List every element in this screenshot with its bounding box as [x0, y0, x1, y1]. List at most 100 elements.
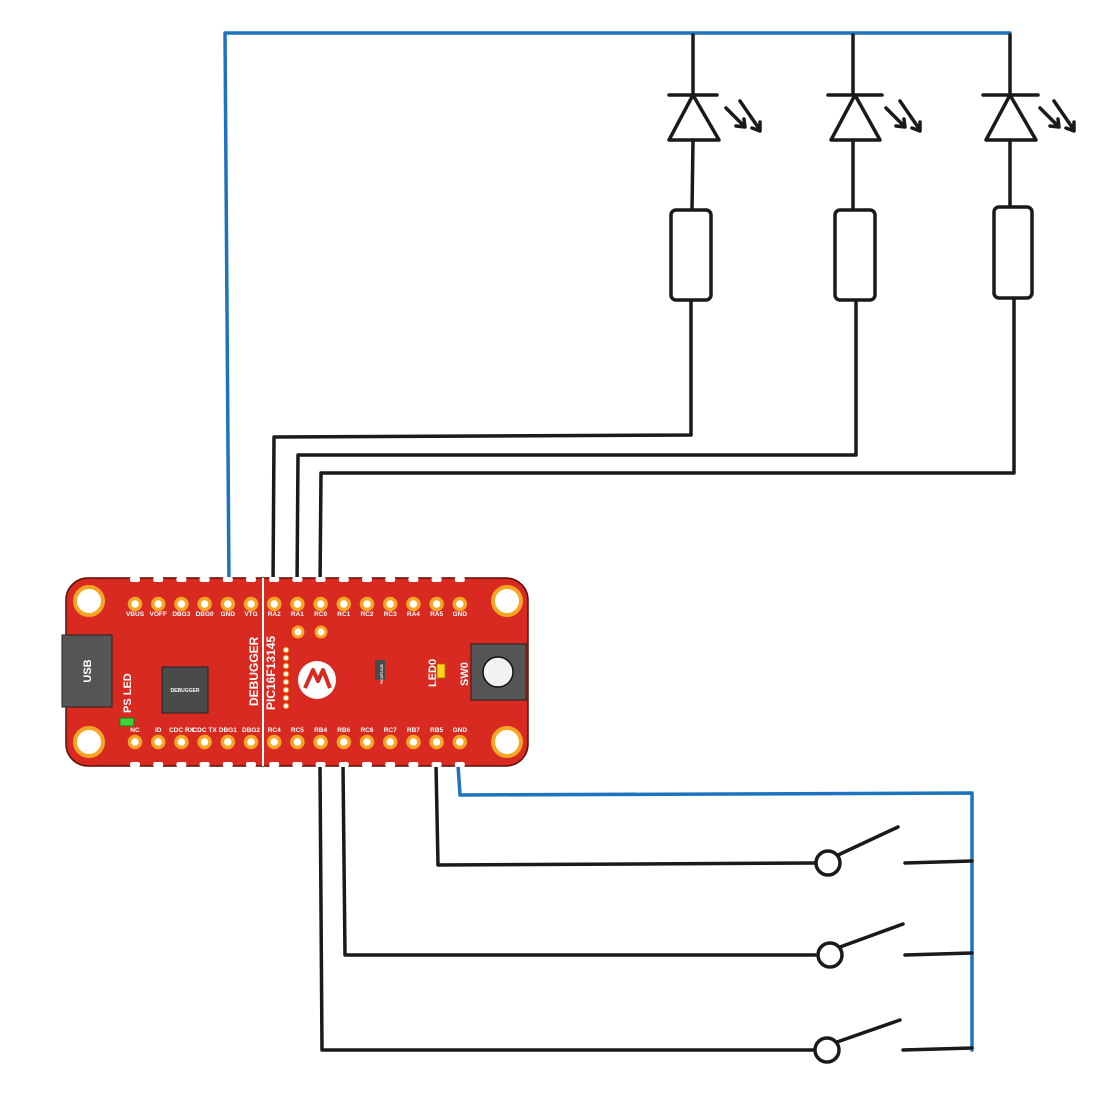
rb6-wire	[341, 763, 817, 957]
edge-notch	[385, 762, 396, 767]
edge-notch	[199, 577, 210, 582]
rc0-wire	[318, 296, 1016, 590]
edge-notch	[338, 577, 349, 582]
pin-label: RB6	[337, 727, 350, 734]
top-ground-wire	[223, 31, 1012, 590]
edge-notch	[176, 577, 187, 582]
edge-notch	[362, 762, 372, 767]
pin-label: RC1	[337, 611, 350, 618]
pin-label: DBG2	[242, 727, 260, 734]
edge-notch	[199, 762, 210, 767]
pin-pad	[429, 734, 444, 750]
pin-label: VBUS	[126, 611, 145, 618]
pin-label: RB4	[314, 727, 327, 734]
switch-2	[816, 922, 974, 969]
edge-notch	[454, 762, 465, 767]
ps-led-label: PS LED	[122, 673, 134, 713]
debugger-chip	[161, 666, 209, 714]
pin-pad	[313, 596, 328, 612]
edge-notch	[269, 577, 280, 582]
led-wires	[271, 33, 1016, 590]
edge-notch	[153, 762, 164, 767]
edge-notch	[292, 762, 303, 767]
ps-led	[119, 717, 135, 727]
usb-label: USB	[82, 659, 94, 682]
microchip-logo-icon	[298, 661, 336, 699]
pin-pad	[452, 596, 468, 612]
pin-pad	[359, 596, 375, 612]
pin-pad	[243, 734, 259, 750]
rb5-wire	[434, 763, 817, 867]
resistor-2	[833, 208, 877, 302]
ra2-wire	[271, 298, 693, 590]
pin-pad	[127, 596, 143, 612]
light-arrows-icon	[884, 99, 922, 133]
edge-notch	[130, 577, 140, 582]
edge-notch	[454, 577, 465, 582]
pin-pad	[336, 734, 352, 750]
pin-label: DBG1	[219, 727, 237, 734]
pin-pad	[336, 596, 352, 612]
mcu-label: PIC16F13145	[264, 636, 278, 710]
pin-label: ID	[155, 727, 162, 734]
pin-pad	[150, 734, 166, 750]
pin-label: RA1	[291, 611, 304, 618]
pin-label: RC5	[291, 727, 304, 734]
switch-3	[813, 1018, 974, 1064]
pin-label: RA4	[407, 611, 420, 618]
pin-label: CDC RX	[169, 727, 195, 734]
pin-pad	[197, 596, 212, 612]
pin-pad	[127, 734, 143, 750]
edge-notch	[176, 762, 187, 767]
edge-notch	[408, 577, 419, 582]
pin-label: RB7	[407, 727, 420, 734]
edge-notch	[222, 577, 233, 582]
edge-notch	[269, 762, 280, 767]
pin-pad	[174, 734, 189, 750]
pin-pad	[266, 596, 282, 612]
pin-label: GND	[453, 611, 468, 618]
debugger-label: DEBUGGER	[247, 636, 261, 706]
ra1-wire	[295, 298, 858, 590]
led-1	[667, 93, 762, 142]
led-2	[826, 93, 922, 142]
sw0-label: SW0	[459, 662, 471, 686]
pin-label: DBG3	[172, 611, 190, 618]
pin-pad	[197, 734, 212, 750]
edge-notch	[246, 762, 256, 767]
extra-pads	[291, 625, 328, 639]
edge-notch	[362, 577, 372, 582]
pin-label: RC0	[314, 611, 327, 618]
edge-notch	[338, 762, 349, 767]
pin-label: CDC TX	[192, 727, 217, 734]
pin-pad	[174, 596, 189, 612]
switch-1	[814, 825, 974, 877]
edge-notch	[408, 762, 419, 767]
pin-pad	[406, 734, 421, 750]
resistors	[669, 205, 1034, 302]
debugger-chip-label: DEBUGGER	[171, 688, 200, 694]
pin-pad	[406, 596, 421, 612]
edge-notch	[431, 762, 442, 767]
pin-label: RC2	[360, 611, 373, 618]
pin-label: VOFF	[150, 611, 167, 618]
pin-label: RC6	[360, 727, 373, 734]
pin-label: RC7	[384, 727, 397, 734]
light-arrows-icon	[724, 99, 762, 133]
pin-pad	[290, 596, 305, 612]
bottom-ground-wire	[456, 763, 974, 1052]
pin-label: DBG0	[196, 611, 214, 618]
switches	[813, 825, 974, 1064]
rb4-wire	[318, 763, 817, 1052]
pin-pad	[359, 734, 375, 750]
pin-pad	[452, 734, 468, 750]
edge-notch	[431, 577, 442, 582]
pin-label: RA5	[430, 611, 443, 618]
pin-pad	[382, 596, 398, 612]
edge-notch	[153, 577, 164, 582]
pin-label: RC3	[384, 611, 397, 618]
pin-label: RB5	[430, 727, 443, 734]
debug-dots	[283, 647, 289, 709]
